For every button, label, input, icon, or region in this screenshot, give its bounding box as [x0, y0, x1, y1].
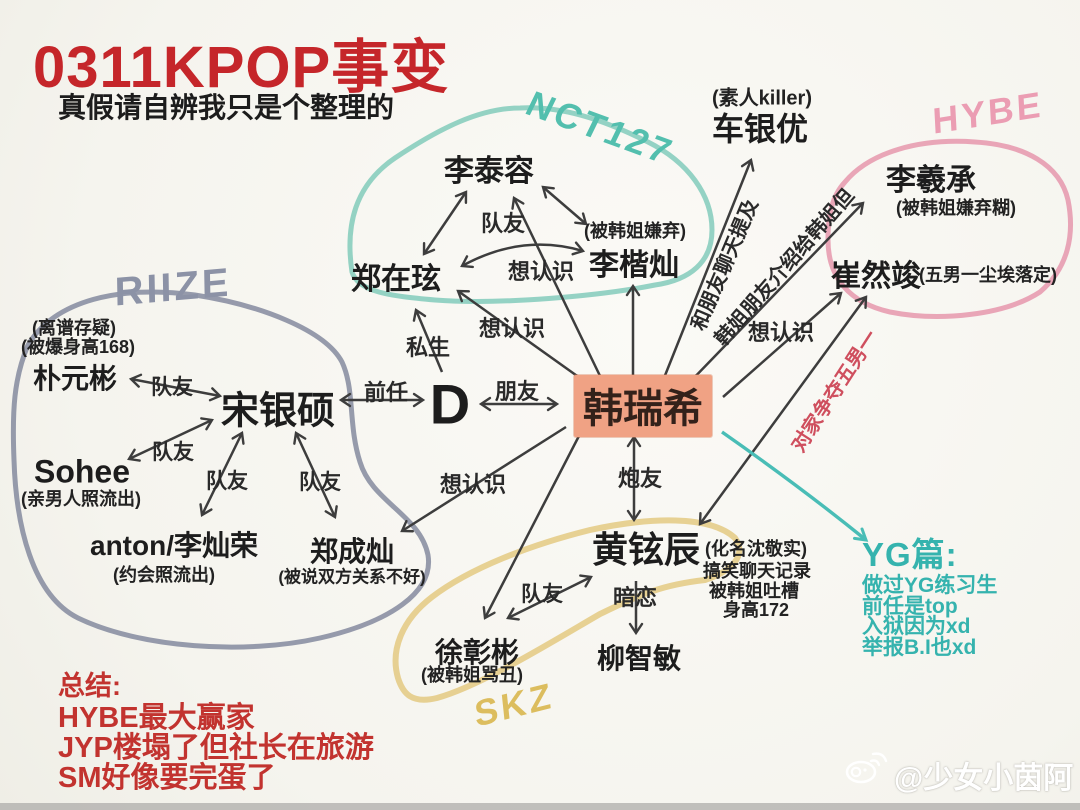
arrow-hanruixi-yg [721, 430, 869, 542]
node-sohee: Sohee [33, 453, 131, 490]
edge-label-wantmeet-nct: 想认识 [507, 259, 575, 284]
node-d: D [429, 372, 471, 436]
node-piao-yuanbin: 朴元彬 [32, 363, 118, 394]
node-li-kaican: 李楷灿 [589, 249, 679, 282]
arrow-songyinshuo-sohee [127, 417, 214, 462]
watermark-text: @少女小茵阿 [894, 762, 1074, 795]
arrow-hanruixi-cheeunwoo [662, 157, 755, 379]
arrow-hyunjin-yeonjun [698, 295, 868, 526]
note-huang-2: 搞笑聊天记录 [703, 561, 811, 581]
node-che-yinyou: 车银优 [711, 111, 809, 147]
edge-label-teammate-py: 队友 [151, 376, 193, 399]
page-title: 0311KPOP事变 [33, 35, 450, 100]
arrow-changbin-hyunjin [506, 574, 593, 621]
summary-line-1: HYBE最大赢家 [58, 702, 255, 734]
bottom-strip [0, 803, 1080, 810]
nct-circle [347, 105, 715, 304]
yg-section: YG篇: 做过YG练习生 前任是top 入狱因为xd 举报B.I也xd [862, 528, 997, 658]
summary-title: 总结: [58, 671, 121, 701]
edge-label-wantmeet-cui: 想认识 [747, 320, 815, 345]
weibo-icon [845, 752, 888, 784]
node-huang-xuanchen: 黄铉辰 [591, 529, 701, 570]
node-anton: anton/李灿荣 [90, 530, 258, 561]
skz-circle [392, 517, 743, 703]
edge-label-private-fan: 私生 [405, 335, 451, 360]
note-piao-yuanbin-1: (离谱存疑) [32, 318, 116, 338]
hybe-circle [825, 138, 1073, 319]
edge-label-fwb: 炮友 [617, 466, 663, 491]
edge-label-wantmeet-zjh: 想认识 [478, 316, 546, 341]
node-zheng-chengcan: 郑成灿 [309, 536, 395, 567]
edge-label-teammate-skz: 队友 [521, 583, 563, 606]
edge-label-crush: 暗恋 [612, 585, 658, 610]
summary-line-3: SM好像要完蛋了 [58, 762, 276, 794]
edge-label-friend: 朋友 [494, 379, 540, 404]
yg-line-4: 举报B.I也xd [862, 635, 977, 659]
yg-line-3: 入狱因为xd [862, 615, 971, 638]
note-cui-ranjun: (五男一尘埃落定) [919, 265, 1057, 285]
edge-label-teammate-zcc: 队友 [299, 471, 341, 494]
edge-label-wantmeet-zcc: 想认识 [439, 472, 507, 497]
node-liu-zhimin: 柳智敏 [596, 643, 682, 674]
riize-circle [10, 289, 432, 650]
node-song-yinshuo: 宋银硕 [220, 390, 336, 433]
arrow-hanruixi-taeyong [511, 196, 603, 379]
note-zheng-chengcan: (被说双方关系不好) [278, 567, 426, 587]
note-huang-1: (化名沈敬实) [705, 539, 807, 559]
yg-line-1: 做过YG练习生 [862, 574, 998, 597]
node-li-xicheng: 李羲承 [886, 164, 976, 197]
note-sohee: (亲男人照流出) [21, 489, 141, 509]
node-xu-zhangbin: 徐彰彬 [434, 637, 520, 668]
arrow-d-jaehyun-sisheng [412, 308, 444, 373]
note-xu-zhangbin: (被韩姐骂丑) [421, 665, 523, 685]
note-li-xicheng: (被韩姐嫌弃糊) [896, 198, 1016, 218]
yg-line-2: 前任是top [862, 594, 958, 618]
edge-label-teammate-sohee: 队友 [152, 441, 194, 464]
note-piao-yuanbin-2: (被爆身高168) [20, 337, 136, 357]
node-han-ruixi: 韩瑞希 [574, 375, 712, 437]
note-huang-4: 身高172 [722, 600, 790, 620]
arrow-taeyong-haechan [541, 185, 588, 226]
arrow-hanruixi-changbin [482, 431, 583, 620]
arrow-songyinshuo-anton [199, 431, 245, 517]
note-li-kaican: (被韩姐嫌弃) [584, 221, 686, 241]
page-subtitle: 真假请自辨我只是个整理的 [58, 92, 395, 123]
note-huang-3: 被韩姐吐槽 [709, 581, 799, 601]
arrow-hanruixi-sungchan [400, 425, 567, 533]
node-li-taiyong: 李泰容 [444, 155, 534, 188]
note-anton: (约会照流出) [113, 565, 215, 585]
summary-line-2: JYP楼塌了但社长在旅游 [58, 732, 374, 764]
node-zheng-zaixuan: 郑在玹 [351, 263, 441, 296]
node-cui-ranjun: 崔然竣 [831, 260, 921, 293]
note-che-yinyou: (素人killer) [711, 87, 813, 110]
yg-title: YG篇: [862, 536, 958, 573]
arrow-hanruixi-jaehyun [456, 289, 581, 380]
arrow-jaehyun-haechan [460, 241, 586, 269]
arrow-songyinshuo-sungchan [293, 431, 338, 519]
arrow-taeyong-jaehyun [422, 190, 468, 256]
edge-label-teammate-anton: 队友 [206, 470, 248, 493]
edge-label-teammate-nct: 队友 [480, 211, 526, 236]
arrow-songyinshuo-parkwonbin [128, 373, 223, 402]
edge-label-ex: 前任 [363, 380, 409, 405]
summary-section: 总结: HYBE最大赢家 JYP楼塌了但社长在旅游 SM好像要完蛋了 [58, 664, 374, 793]
